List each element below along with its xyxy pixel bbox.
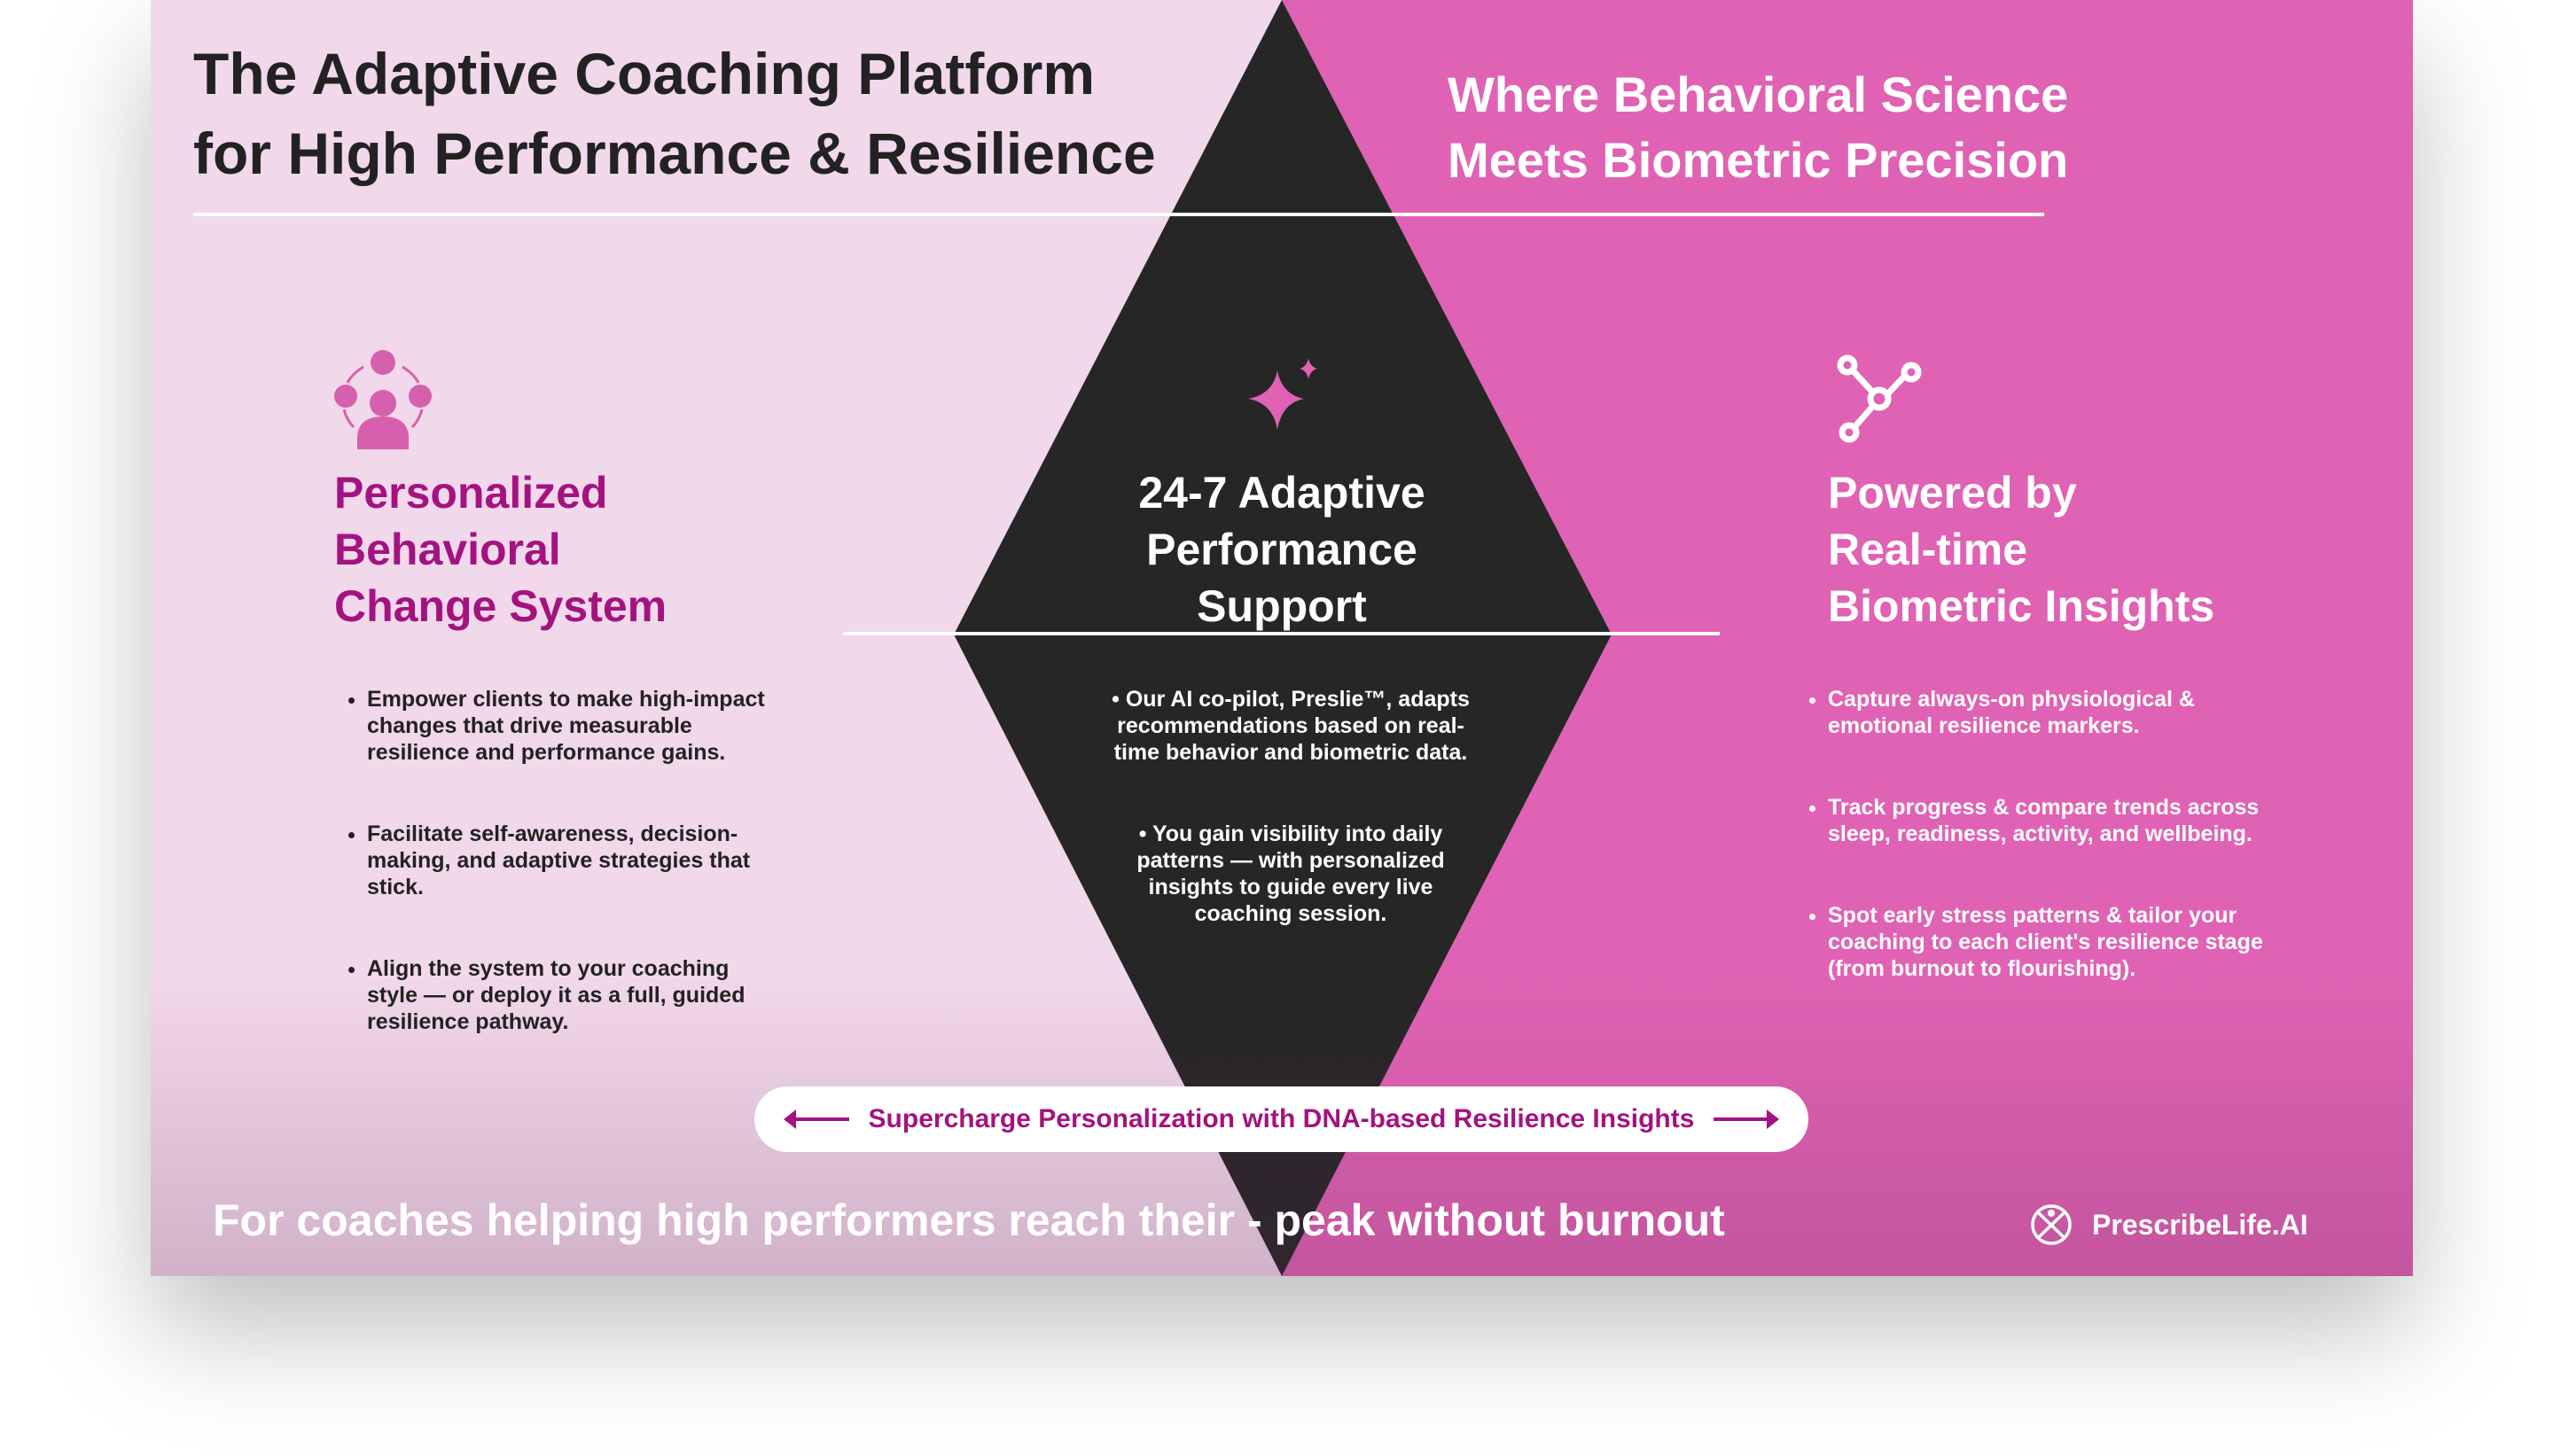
dna-insights-banner[interactable]: Supercharge Personalization with DNA-bas… [754, 1086, 1808, 1152]
center-bullets: Our AI co-pilot, Preslie™, adapts recomm… [1105, 686, 1477, 982]
brand-icon [2031, 1204, 2072, 1245]
footer-tagline: For coaches helping high performers reac… [213, 1195, 1725, 1245]
list-item: Track progress & compare trends across s… [1828, 794, 2271, 847]
brand-name: PrescribeLife.AI [2092, 1208, 2308, 1241]
left-bullets: Empower clients to make high-impact chan… [344, 686, 784, 1090]
right-background [1282, 0, 2413, 1276]
network-nodes-icon [1837, 354, 1922, 443]
arrow-left-icon [783, 1110, 849, 1129]
list-item: Empower clients to make high-impact chan… [367, 686, 784, 766]
middle-divider [843, 632, 1720, 635]
list-item: Align the system to your coaching style … [367, 955, 784, 1035]
people-emotions-icon [334, 350, 432, 449]
list-item: Facilitate self-awareness, decision-maki… [367, 821, 784, 900]
brand-logo: PrescribeLife.AI [2030, 1203, 2308, 1246]
list-item: Capture always-on physiological & emotio… [1828, 686, 2271, 739]
sparkle-icon [1248, 358, 1317, 430]
list-item: Spot early stress patterns & tailor your… [1828, 902, 2271, 982]
list-item: You gain visibility into daily patterns … [1105, 821, 1477, 927]
arrow-right-icon [1714, 1110, 1780, 1129]
header-divider [193, 213, 2044, 216]
banner-label: Supercharge Personalization with DNA-bas… [868, 1104, 1695, 1133]
center-diamond [954, 0, 1612, 1276]
list-item: Our AI co-pilot, Preslie™, adapts recomm… [1105, 686, 1477, 766]
right-bullets: Capture always-on physiological & emotio… [1805, 686, 2271, 1037]
